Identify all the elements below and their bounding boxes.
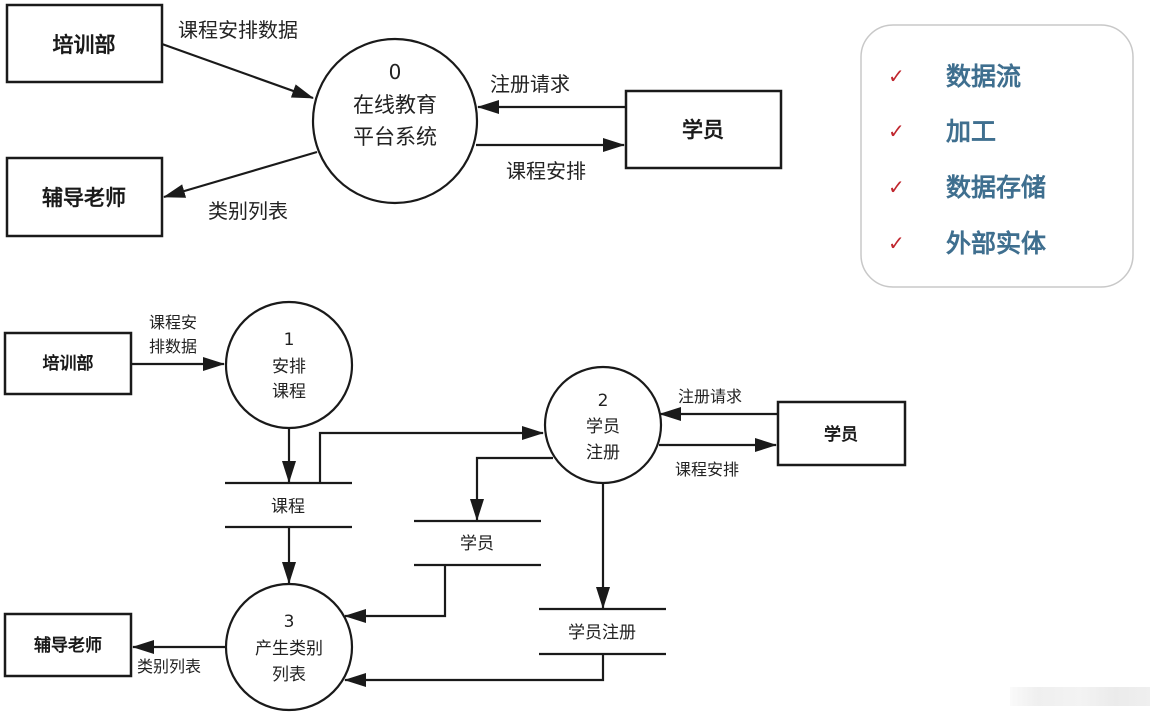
- process-number: 3: [284, 612, 295, 632]
- data-store-label: 课程: [271, 497, 305, 517]
- legend-label: 外部实体: [946, 229, 1047, 258]
- flow-course-schedule-data-bottom: 课程安 排数据: [131, 313, 225, 371]
- flow-label-line2: 排数据: [149, 337, 197, 356]
- flow-process2-to-student-store: [470, 456, 553, 521]
- flow-course-schedule-data-top: 课程安排数据: [161, 18, 314, 100]
- flow-label: 课程安排: [675, 460, 739, 479]
- process-label-line1: 安排: [272, 357, 306, 377]
- check-icon: ✓: [888, 64, 905, 88]
- check-icon: ✓: [888, 175, 905, 199]
- flow-label: 注册请求: [490, 72, 570, 96]
- data-store-label: 学员注册: [568, 623, 636, 643]
- legend-item-process: ✓ 加工: [888, 117, 996, 146]
- flow-course-store-to-process2: [318, 426, 544, 483]
- flow-label: 类别列表: [137, 657, 201, 676]
- entity-tutor-bottom[interactable]: 辅导老师: [3, 612, 133, 678]
- process-number: 0: [389, 60, 402, 84]
- process-label-line2: 平台系统: [353, 125, 437, 149]
- flow-label: 课程安排: [506, 159, 586, 183]
- legend-label: 数据存储: [946, 173, 1046, 202]
- process-2-student-registration[interactable]: 2 学员 注册: [543, 365, 663, 485]
- flow-registration-request-bottom: 注册请求: [659, 387, 778, 421]
- top-context-diagram: 培训部 辅导老师 学员 0 在线教育 平台系统 课程安排数据 类别列表: [5, 3, 783, 238]
- legend-panel: ✓ 数据流 ✓ 加工 ✓ 数据存储 ✓ 外部实体: [860, 24, 1134, 288]
- legend-label: 数据流: [946, 62, 1021, 91]
- process-label-line1: 产生类别: [255, 639, 323, 659]
- process-0-online-education-platform[interactable]: 0 在线教育 平台系统: [311, 37, 479, 205]
- legend-label: 加工: [945, 117, 996, 146]
- flow-label: 注册请求: [678, 387, 742, 406]
- flow-category-list-bottom: 类别列表: [132, 640, 226, 676]
- entity-student-bottom[interactable]: 学员: [776, 400, 907, 467]
- process-1-arrange-course[interactable]: 1 安排 课程: [224, 300, 354, 430]
- entity-label: 学员: [824, 424, 858, 445]
- entity-label: 辅导老师: [34, 635, 102, 656]
- entity-label: 学员: [682, 118, 724, 142]
- process-label-line1: 学员: [586, 417, 620, 437]
- process-label-line1: 在线教育: [353, 93, 437, 117]
- process-label-line2: 课程: [272, 382, 306, 402]
- data-store-student[interactable]: 学员: [414, 519, 541, 567]
- watermark: [1010, 687, 1150, 706]
- flow-label: 类别列表: [208, 199, 288, 223]
- process-label-line2: 列表: [272, 665, 306, 685]
- flow-label-line1: 课程安: [149, 313, 197, 332]
- level1-diagram: 培训部 辅导老师 学员 1 安排 课程 2 学员 注册 3 产生类别 列表: [3, 300, 907, 712]
- data-store-registration[interactable]: 学员注册: [539, 607, 666, 656]
- data-store-course[interactable]: 课程: [225, 481, 352, 529]
- entity-label: 培训部: [53, 33, 116, 57]
- flow-student-store-to-process3: [344, 565, 447, 623]
- legend-item-external-entity: ✓ 外部实体: [888, 229, 1047, 258]
- entity-training-dept-bottom[interactable]: 培训部: [3, 331, 133, 396]
- entity-student-top[interactable]: 学员: [624, 89, 783, 170]
- process-3-generate-category-list[interactable]: 3 产生类别 列表: [224, 582, 354, 712]
- flow-label: 课程安排数据: [178, 18, 298, 42]
- process-number: 1: [284, 330, 295, 350]
- process-number: 2: [598, 391, 609, 411]
- data-store-label: 学员: [460, 534, 494, 554]
- flow-category-list-top: 类别列表: [163, 150, 318, 223]
- flow-registration-request-top: 注册请求: [477, 72, 626, 114]
- entity-training-dept-top[interactable]: 培训部: [5, 3, 164, 84]
- entity-label: 辅导老师: [42, 186, 126, 210]
- flow-course-schedule-top: 课程安排: [476, 138, 625, 183]
- legend-item-data-flow: ✓ 数据流: [888, 62, 1021, 91]
- flow-course-schedule-bottom: 课程安排: [659, 438, 777, 479]
- process-label-line2: 注册: [586, 443, 620, 463]
- entity-label: 培训部: [43, 353, 94, 374]
- check-icon: ✓: [888, 119, 905, 143]
- check-icon: ✓: [888, 231, 905, 255]
- flow-registration-store-to-process3: [344, 654, 605, 687]
- legend-item-data-store: ✓ 数据存储: [888, 173, 1046, 202]
- entity-tutor-top[interactable]: 辅导老师: [5, 156, 164, 238]
